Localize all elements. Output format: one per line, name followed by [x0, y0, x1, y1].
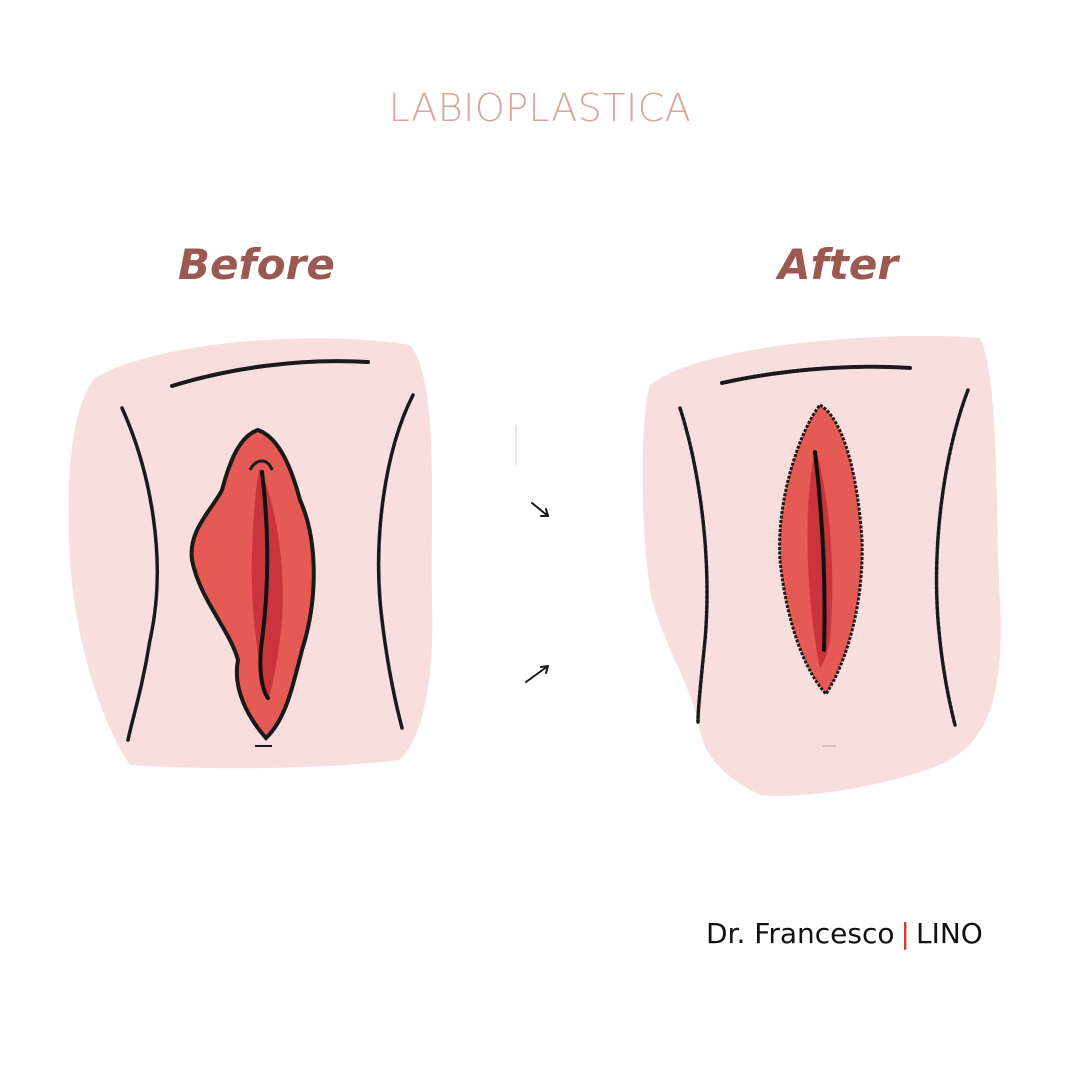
page-title: LABIOPLASTICA: [388, 86, 692, 130]
before-center-line: [258, 470, 270, 700]
after-top-line: [720, 364, 912, 385]
after-center-line: [813, 450, 827, 652]
after-left-contour: [678, 406, 709, 724]
signature: Dr. Francesco|LINO: [706, 917, 983, 950]
arrows: [515, 425, 549, 683]
after-right-contour: [934, 388, 970, 727]
after-illustration: [642, 335, 1001, 796]
before-label: Before: [178, 240, 335, 289]
before-illustration: [68, 338, 433, 769]
after-label: After: [778, 240, 899, 289]
before-left-contour: [120, 406, 159, 742]
before-top-line: [170, 359, 370, 388]
before-clitoral-hood: [248, 459, 274, 471]
signature-last: LINO: [915, 917, 983, 950]
arrow-down-icon: [531, 502, 549, 517]
signature-separator: |: [900, 917, 910, 950]
signature-first: Dr. Francesco: [706, 917, 895, 950]
arrow-up-icon: [525, 665, 549, 683]
before-right-contour: [376, 393, 415, 730]
